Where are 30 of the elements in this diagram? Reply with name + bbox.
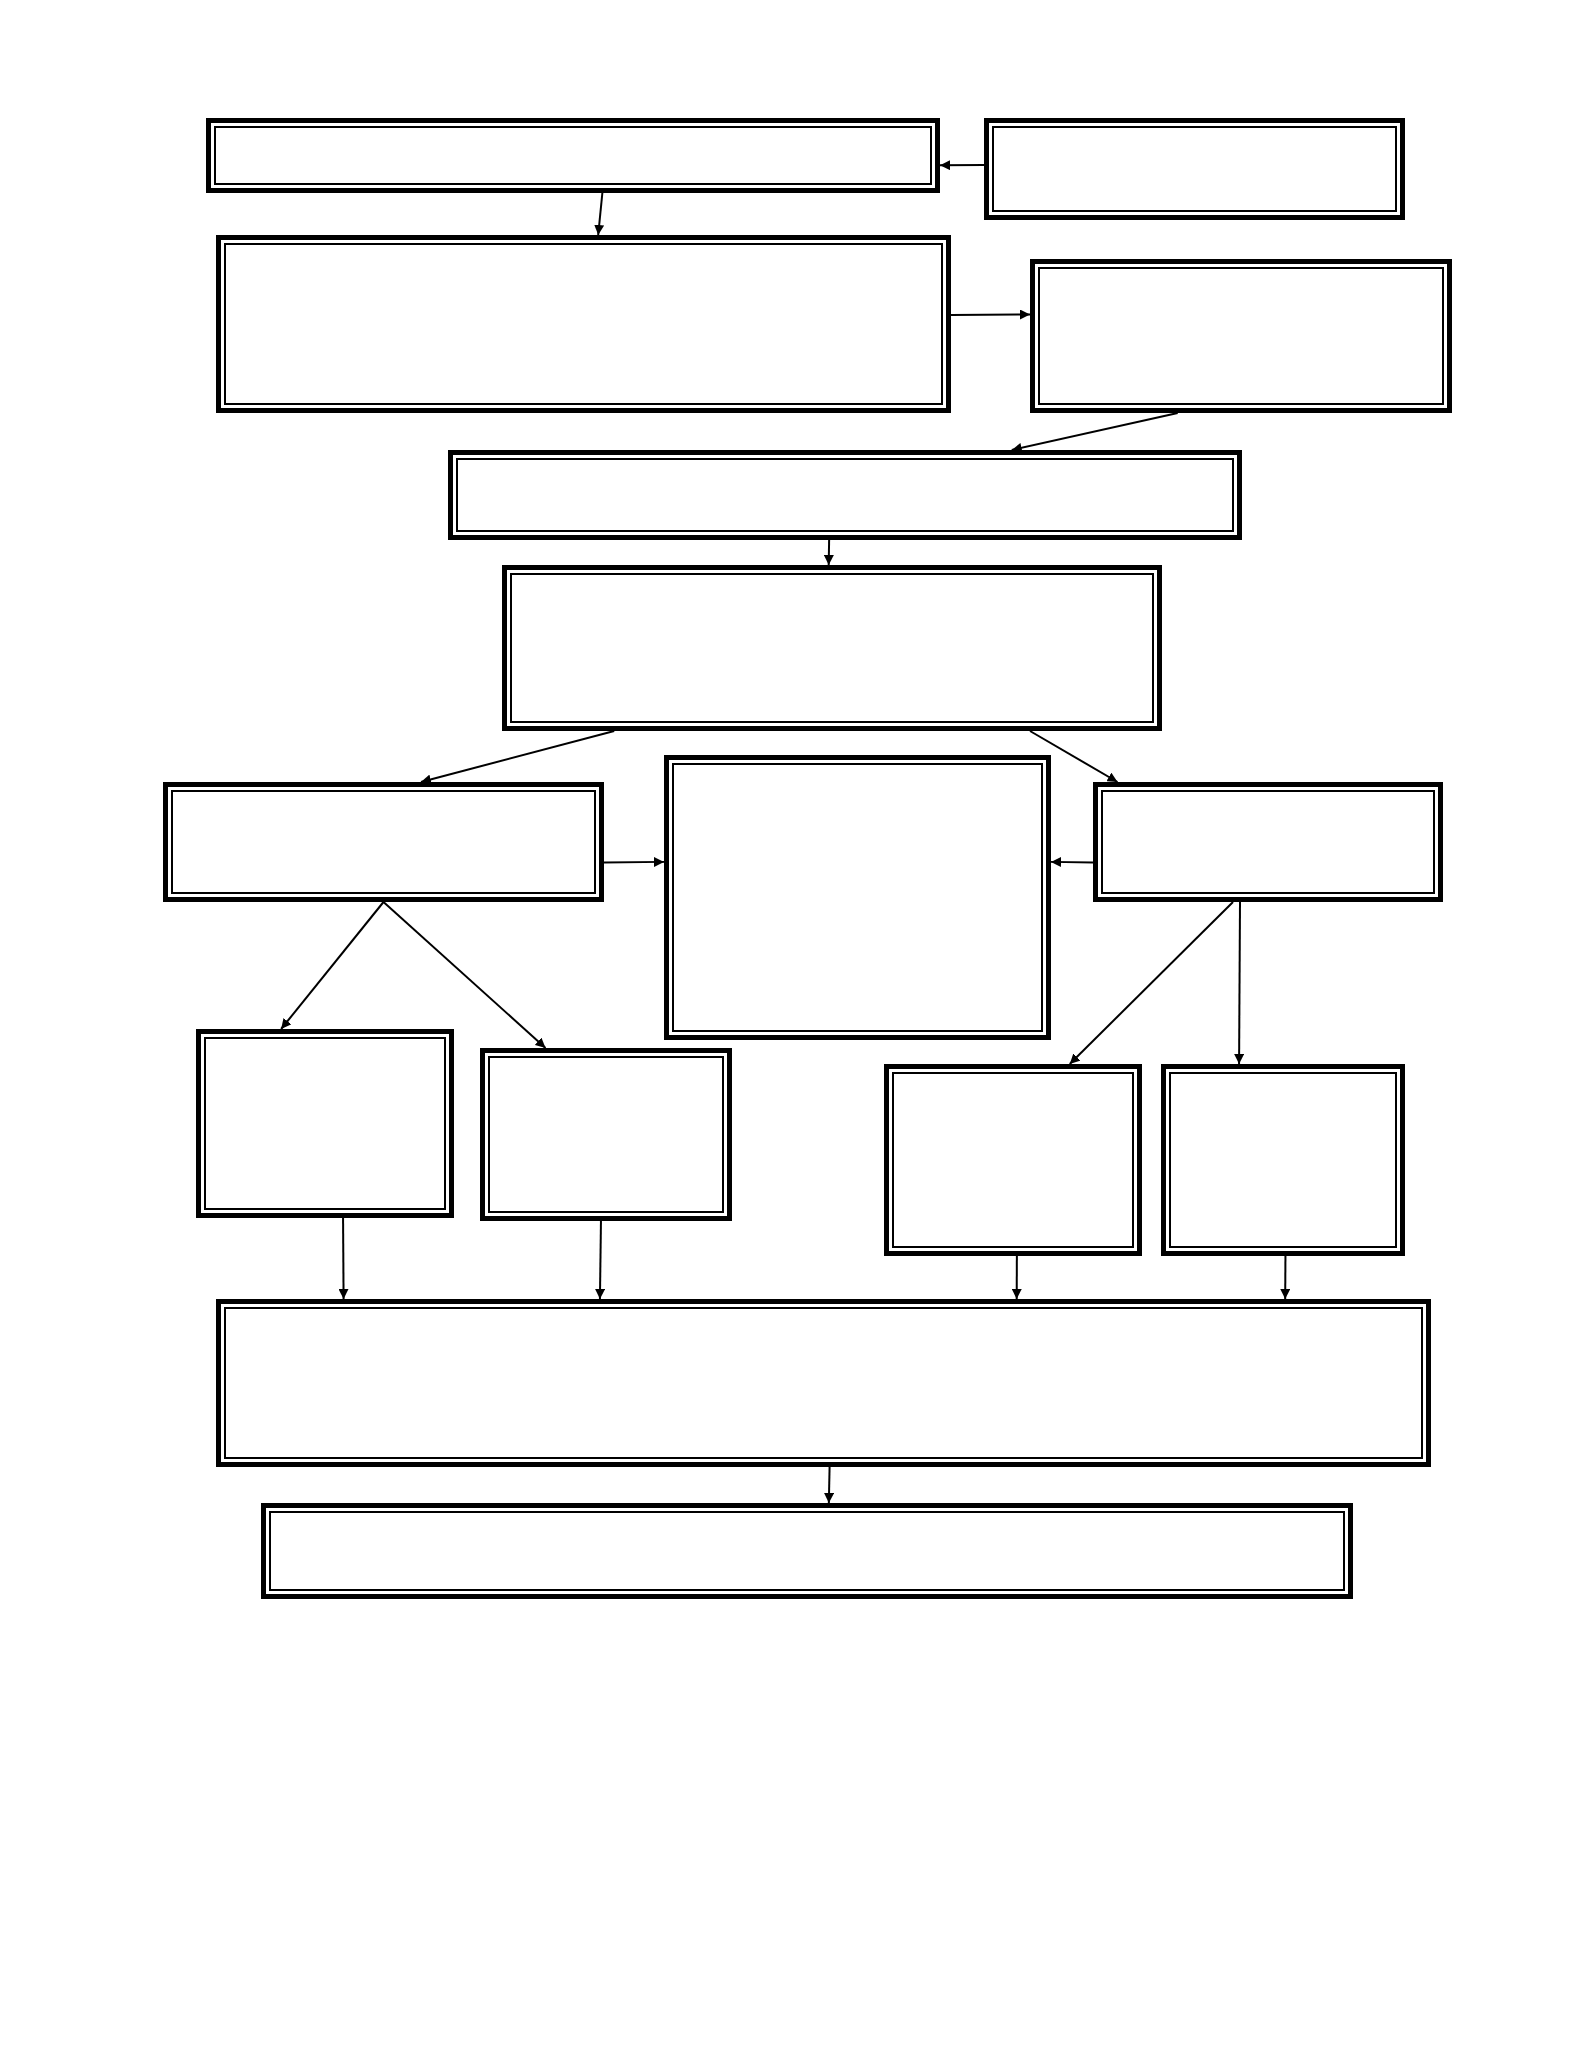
process-box <box>502 565 1162 731</box>
arrow <box>1011 1255 1022 1300</box>
process-box <box>216 235 951 413</box>
arrow <box>382 901 547 1049</box>
process-box <box>206 118 940 193</box>
arrow <box>1234 901 1245 1065</box>
arrow <box>338 1217 349 1300</box>
arrow <box>1280 1255 1291 1300</box>
arrow <box>939 160 985 171</box>
arrow <box>595 1220 606 1300</box>
arrow <box>1068 901 1234 1065</box>
process-box <box>664 755 1051 1040</box>
arrow <box>823 539 834 566</box>
process-box <box>196 1029 454 1218</box>
arrow <box>603 856 665 867</box>
process-box <box>261 1503 1353 1599</box>
process-box <box>1161 1064 1405 1256</box>
process-box <box>884 1064 1142 1256</box>
arrow <box>824 1466 835 1504</box>
process-box <box>448 450 1242 540</box>
process-box <box>216 1299 1431 1467</box>
process-box <box>984 118 1405 220</box>
arrow <box>1050 857 1094 867</box>
arrow <box>280 901 385 1030</box>
process-box <box>1093 782 1443 902</box>
arrow <box>950 309 1031 320</box>
process-box <box>163 782 604 902</box>
process-box <box>480 1048 732 1221</box>
arrow <box>594 192 605 236</box>
process-box <box>1030 259 1452 413</box>
